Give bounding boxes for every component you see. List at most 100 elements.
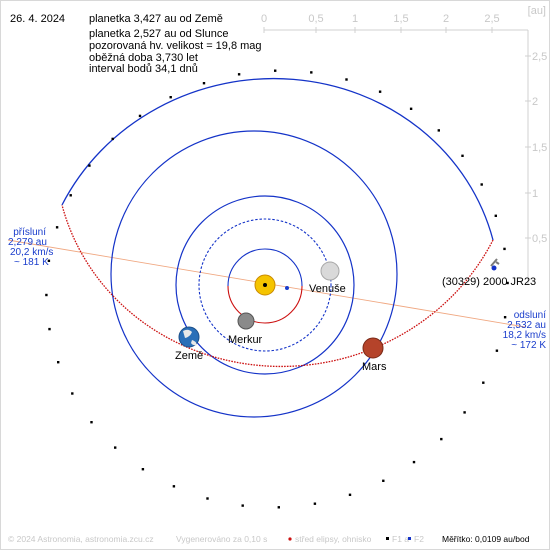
orbit-point-marker <box>88 164 91 167</box>
asteroid-icon <box>490 258 500 267</box>
legend-f1-text: F1 a <box>392 534 409 544</box>
orbit-point-marker <box>274 69 277 72</box>
perihelion-title: přísluní <box>13 227 46 238</box>
copyright-text: © 2024 Astronomia, astronomia.zcu.cz <box>8 534 154 544</box>
earth-label: Země <box>175 350 203 362</box>
orbit-point-marker <box>345 78 348 81</box>
mars-orbit <box>110 130 398 418</box>
venus-icon <box>320 261 340 281</box>
y-tick-marks <box>525 55 531 239</box>
aphelion-info: odsluní 2,532 au 18,2 km/s ~ 172 K <box>503 310 547 351</box>
sun <box>254 274 289 296</box>
orbit-point-marker <box>71 392 74 395</box>
aphelion-speed: 18,2 km/s <box>503 330 546 341</box>
orbit-point-marker <box>495 349 499 352</box>
info-line: interval bodů 34,1 dnů <box>89 63 198 75</box>
x-tick-label: 0 <box>261 13 267 25</box>
mercury-orbit <box>227 285 303 324</box>
orbit-point-marker <box>48 327 51 331</box>
y-tick-label: 1 <box>532 188 538 200</box>
perihelion-info: přísluní 2,279 au 20,2 km/s ~ 181 K <box>8 227 53 268</box>
x-tick-label: 1,5 <box>393 13 408 25</box>
orbit-point-marker <box>47 259 51 262</box>
aphelion-temperature: ~ 172 K <box>511 340 546 351</box>
orbit-point-marker <box>494 214 497 217</box>
asteroid: (30329) 2000 JR23 <box>442 258 536 288</box>
aphelion-distance: 2,532 au <box>507 320 546 331</box>
info-line: planetka 2,527 au od Slunce <box>89 28 228 40</box>
asteroid-label: (30329) 2000 JR23 <box>442 276 536 288</box>
x-tick-label: 1 <box>352 13 358 25</box>
orbit-point-marker <box>440 437 443 441</box>
legend-f1-marker <box>386 537 389 540</box>
orbit-point-marker <box>463 411 466 414</box>
axes: 0 0,5 1 1,5 2 2,5 [au] 2,5 2 1,5 1 0,5 <box>261 5 547 285</box>
legend-f2-marker <box>408 537 411 540</box>
orbit-point-marker <box>138 114 142 118</box>
perihelion-distance: 2,279 au <box>8 237 47 248</box>
orbit-point-marker <box>461 154 464 157</box>
orbit-point-marker <box>172 485 176 488</box>
asteroid-orbit-upper <box>61 77 494 241</box>
orbit-point-marker <box>241 504 244 507</box>
orbit-point-marker <box>206 497 209 500</box>
venus-label: Venuše <box>309 283 346 295</box>
info-line: pozorovaná hv. velikost = 19,8 mag <box>89 40 262 52</box>
asteroid-marker <box>491 265 497 271</box>
orbit-point-marker <box>55 226 59 229</box>
generated-text: Vygenerováno za 0,10 s <box>176 534 267 544</box>
venus: Venuše <box>309 261 346 295</box>
legend-center-marker <box>288 537 292 541</box>
aphelion-title: odsluní <box>514 310 546 321</box>
x-tick-label: 2 <box>443 13 449 25</box>
x-tick-label: 0,5 <box>308 13 323 25</box>
orbit-point-marker <box>141 468 145 471</box>
y-tick-label: 2 <box>532 96 538 108</box>
mercury-orbit <box>227 248 303 287</box>
asteroid-orbit <box>45 69 509 509</box>
date-label: 26. 4. 2024 <box>10 13 65 25</box>
orbit-point-marker <box>45 293 48 297</box>
x-tick-label: 2,5 <box>484 13 499 25</box>
orbit-point-marker <box>57 361 60 364</box>
orbit-point-marker <box>480 183 483 186</box>
orbit-point-marker <box>169 96 172 99</box>
orbit-point-marker <box>202 82 206 85</box>
y-tick-label: 2,5 <box>532 51 547 63</box>
orbit-point-marker <box>111 137 114 141</box>
orbit-point-marker <box>503 316 507 319</box>
orbit-point-marker <box>437 129 440 132</box>
orbit-point-marker <box>482 381 485 384</box>
info-panel: 26. 4. 2024 planetka 3,427 au od Země pl… <box>10 13 262 75</box>
orbit-point-marker <box>313 502 317 505</box>
earth-orbit <box>175 195 355 375</box>
asteroid-orbit-lower <box>61 204 494 368</box>
orbit-point-marker <box>277 506 280 509</box>
x-tick-marks <box>263 27 493 33</box>
orbit-point-marker <box>378 90 382 93</box>
orbit-point-marker <box>348 493 352 496</box>
orbit-point-marker <box>114 446 117 449</box>
earth: Země <box>175 326 203 362</box>
orbit-point-marker <box>310 71 313 74</box>
orbit-point-marker <box>412 460 416 464</box>
mercury: Merkur <box>228 312 263 346</box>
mars-icon <box>362 337 384 359</box>
legend-center-text: střed elipsy, ohnisko <box>295 534 372 544</box>
footer: © 2024 Astronomia, astronomia.zcu.cz Vyg… <box>8 534 530 544</box>
mercury-label: Merkur <box>228 334 263 346</box>
orbit-point-marker <box>69 194 72 197</box>
legend-f2-text: F2 <box>414 534 424 544</box>
info-line: planetka 3,427 au od Země <box>89 13 223 25</box>
perihelion-temperature: ~ 181 K <box>14 257 49 268</box>
mars-label: Mars <box>362 361 387 373</box>
orbit-point-marker <box>382 479 385 482</box>
orbit-point-marker <box>506 281 509 285</box>
orbit-point-marker <box>503 247 506 251</box>
planet-orbits <box>110 130 398 418</box>
ellipse-center-marker <box>285 286 289 290</box>
y-tick-label: 0,5 <box>532 233 547 245</box>
perihelion-speed: 20,2 km/s <box>10 247 53 258</box>
